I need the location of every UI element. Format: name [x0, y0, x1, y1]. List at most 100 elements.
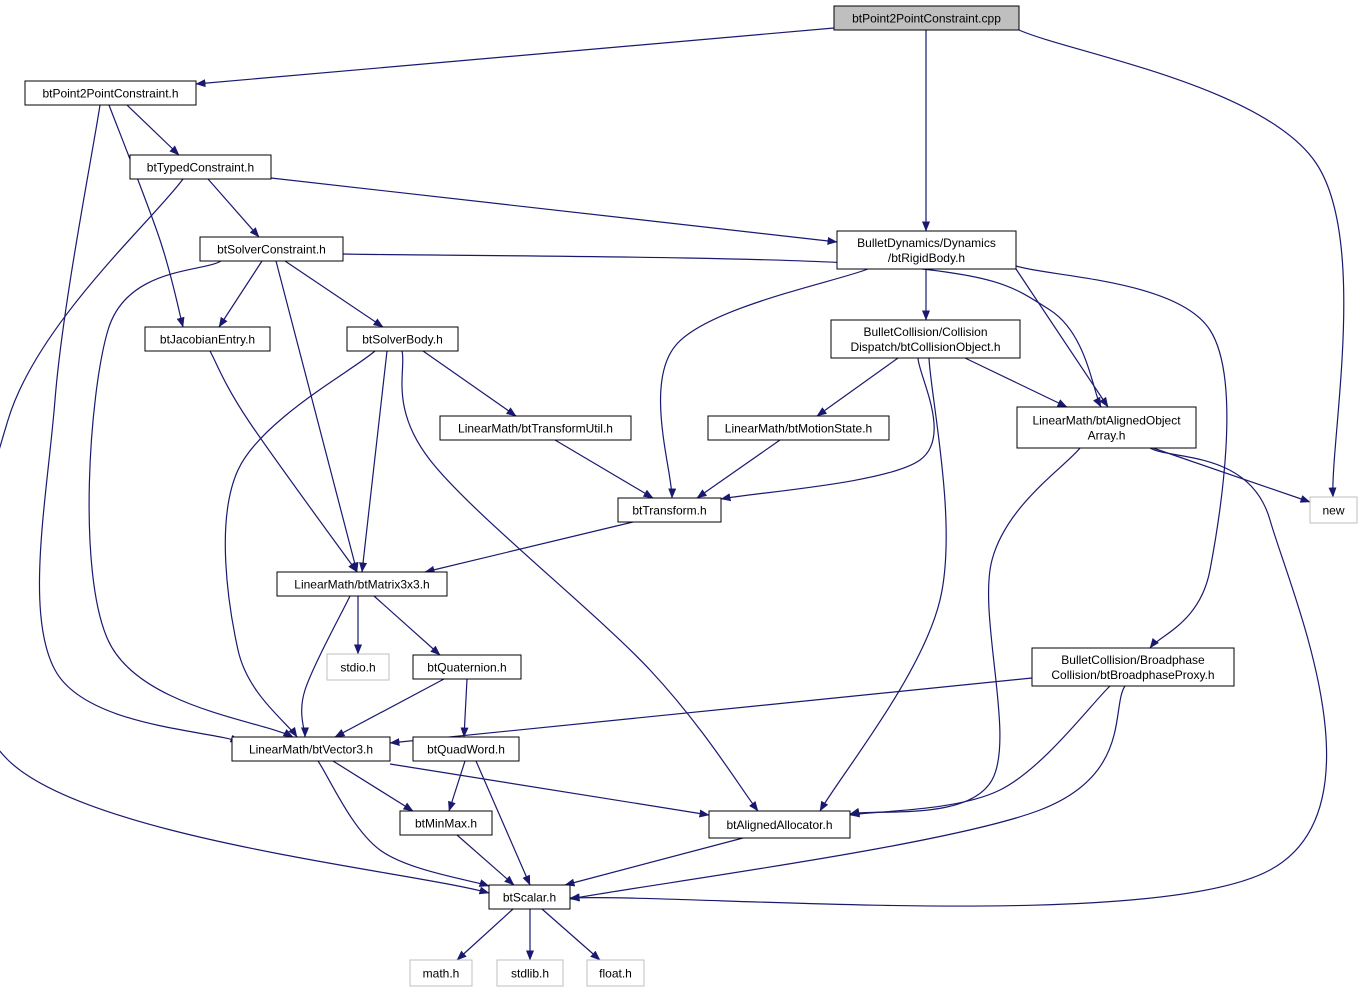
edge-motionstate-to-transform	[696, 439, 781, 499]
edge-quat-to-quadword	[460, 678, 469, 738]
edge-rigid-to-transform	[659, 268, 869, 499]
node-box	[1309, 496, 1358, 524]
node-root[interactable]: btPoint2PointConstraint.cpp	[833, 5, 1020, 31]
edge-collobj-to-transform	[720, 357, 935, 502]
node-p2p_h[interactable]: btPoint2PointConstraint.h	[24, 80, 197, 106]
edge-solverbody-to-matrix	[359, 350, 388, 573]
node-label: /btRigidBody.h	[888, 251, 965, 265]
edge-solverc-to-solverbody	[284, 260, 384, 328]
node-vector3[interactable]: LinearMath/btVector3.h	[231, 736, 391, 762]
edge-quadword-to-scalar	[475, 760, 531, 886]
node-label: LinearMath/btTransformUtil.h	[458, 422, 613, 436]
edge-vector3-to-scalar	[317, 760, 490, 887]
node-label: btTypedConstraint.h	[147, 161, 254, 175]
edge-vector3-to-allocator	[389, 763, 710, 818]
node-scalar[interactable]: btScalar.h	[488, 884, 571, 910]
node-box	[586, 959, 645, 987]
node-label: stdio.h	[340, 661, 375, 675]
node-solverbody[interactable]: btSolverBody.h	[346, 326, 459, 352]
node-label: BulletCollision/Collision	[863, 325, 987, 339]
edge-allocator-to-scalar	[564, 837, 744, 887]
node-box	[412, 654, 522, 680]
edge-alignedarr-to-allocator	[849, 447, 1081, 816]
edge-proxy-to-scalar	[569, 685, 1126, 902]
node-motionstate[interactable]: LinearMath/btMotionState.h	[707, 415, 890, 441]
edge-proxy-to-allocator	[849, 685, 1111, 818]
edge-typed-to-solverc	[207, 178, 260, 238]
node-box	[496, 959, 564, 987]
node-label: LinearMath/btAlignedObject	[1032, 414, 1181, 428]
node-typed[interactable]: btTypedConstraint.h	[129, 154, 272, 180]
node-matrix[interactable]: LinearMath/btMatrix3x3.h	[276, 571, 448, 597]
edge-solverc-to-jacobian	[218, 260, 263, 328]
node-label: btSolverConstraint.h	[217, 243, 326, 257]
node-label: float.h	[599, 967, 632, 981]
edge-matrix-to-quat	[373, 595, 441, 656]
node-box	[24, 80, 197, 106]
node-minmax[interactable]: btMinMax.h	[399, 810, 493, 836]
node-box	[708, 810, 851, 839]
node-jacobian[interactable]: btJacobianEntry.h	[144, 326, 271, 352]
edge-p2p_h-to-jacobian	[108, 104, 185, 328]
edge-scalar-to-math	[456, 908, 514, 961]
node-quadword[interactable]: btQuadWord.h	[412, 736, 520, 762]
node-box	[144, 326, 271, 352]
node-box	[199, 236, 344, 262]
node-box	[399, 810, 493, 836]
node-transformutil[interactable]: LinearMath/btTransformUtil.h	[439, 415, 632, 441]
node-label: Array.h	[1088, 429, 1126, 443]
node-box	[346, 326, 459, 352]
node-box	[439, 415, 632, 441]
node-label: stdlib.h	[511, 967, 549, 981]
node-label: LinearMath/btMotionState.h	[725, 422, 872, 436]
node-box	[836, 230, 1017, 270]
edge-p2p_h-to-vector3	[38, 104, 241, 743]
edge-solverbody-to-transformutil	[422, 350, 517, 417]
edge-minmax-to-scalar	[456, 834, 515, 886]
edge-proxy-to-vector3	[389, 677, 1033, 747]
edge-vector3-to-minmax	[332, 760, 414, 812]
node-label: Collision/btBroadphaseProxy.h	[1051, 668, 1214, 682]
node-quat[interactable]: btQuaternion.h	[412, 654, 522, 680]
node-label: LinearMath/btMatrix3x3.h	[294, 578, 429, 592]
node-label: math.h	[423, 967, 460, 981]
node-label: BulletCollision/Broadphase	[1061, 653, 1205, 667]
node-box	[833, 5, 1020, 31]
node-label: Dispatch/btCollisionObject.h	[850, 340, 1000, 354]
node-box	[617, 497, 722, 523]
edge-jacobian-to-matrix	[209, 350, 358, 573]
edge-alignedarr-to-new	[1152, 447, 1311, 503]
edge-solverbody-to-vector3	[224, 350, 376, 738]
node-label: new	[1322, 504, 1344, 518]
node-rigid[interactable]: BulletDynamics/Dynamics/btRigidBody.h	[836, 230, 1017, 270]
edge-collobj-to-alignedarr	[964, 357, 1068, 408]
node-box	[412, 736, 520, 762]
node-transform[interactable]: btTransform.h	[617, 497, 722, 523]
node-box	[231, 736, 391, 762]
node-box	[409, 959, 473, 987]
edge-quat-to-vector3	[334, 678, 445, 738]
node-box	[488, 884, 571, 910]
node-proxy[interactable]: BulletCollision/BroadphaseCollision/btBr…	[1031, 647, 1235, 687]
node-label: btPoint2PointConstraint.cpp	[852, 12, 1001, 26]
node-math: math.h	[409, 959, 473, 987]
edge-quadword-to-minmax	[448, 760, 466, 812]
edge-alignedarr-to-scalar	[569, 447, 1328, 907]
edge-rigid-to-proxy	[1015, 265, 1228, 649]
edge-rigid-to-alignedarr	[1015, 268, 1109, 408]
node-box	[276, 571, 448, 597]
edge-transformutil-to-transform	[554, 439, 654, 499]
node-allocator[interactable]: btAlignedAllocator.h	[708, 810, 851, 839]
node-collobj[interactable]: BulletCollision/CollisionDispatch/btColl…	[830, 319, 1021, 359]
edge-root-to-new	[1018, 29, 1345, 498]
node-new: new	[1309, 496, 1358, 524]
node-solverc[interactable]: btSolverConstraint.h	[199, 236, 344, 262]
node-float: float.h	[586, 959, 645, 987]
node-stdio: stdio.h	[326, 653, 390, 681]
node-label: BulletDynamics/Dynamics	[857, 236, 996, 250]
node-box	[707, 415, 890, 441]
edge-solverc-to-matrix	[275, 260, 359, 573]
node-box	[830, 319, 1021, 359]
